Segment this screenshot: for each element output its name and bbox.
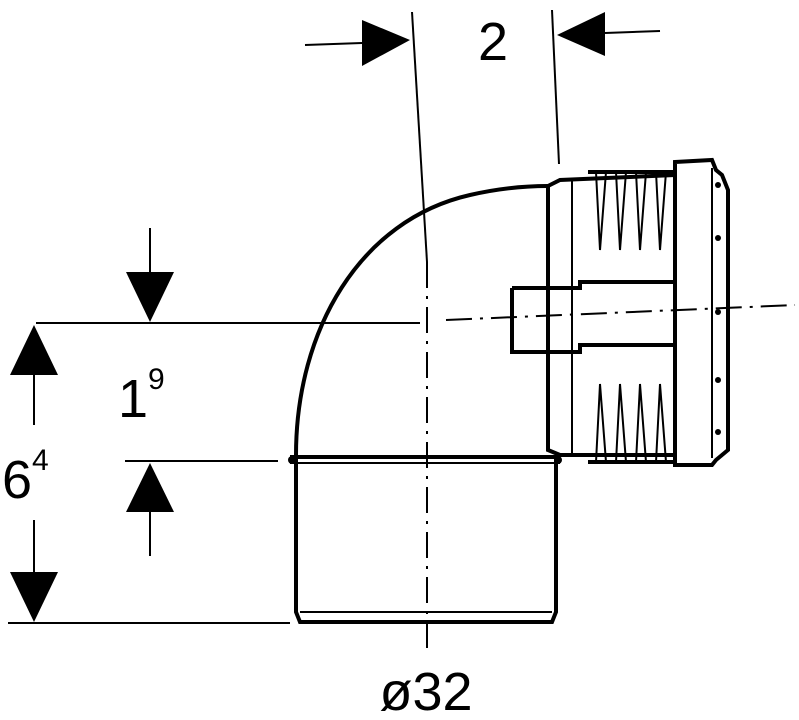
- diameter-label: ø32: [379, 662, 472, 720]
- arrow-up-total: [10, 325, 58, 375]
- connector-flange: [673, 157, 730, 467]
- arrow-right-pointing: [362, 20, 410, 66]
- elbow-body: [288, 184, 562, 624]
- connector-hub: [546, 172, 677, 457]
- elbow-outer-curve: [294, 184, 549, 456]
- horizontal-axis-line: [445, 304, 796, 321]
- extension-line-axis: [411, 11, 428, 263]
- arrow-up: [126, 463, 174, 512]
- connector-ribs-top: [595, 171, 667, 251]
- arrow-left-pointing: [557, 12, 605, 56]
- height-upper-sup: 9: [148, 363, 165, 396]
- spigot-bead-right: [554, 456, 562, 464]
- dimension-offset-top: 2: [304, 9, 661, 263]
- height-upper-base: 1: [118, 369, 148, 429]
- height-total-sup: 4: [32, 444, 49, 477]
- flange-studs: [715, 182, 721, 435]
- extension-line-connector: [551, 9, 560, 165]
- offset-top-label: 2: [478, 12, 508, 72]
- dimension-height-upper: 19: [36, 228, 420, 556]
- side-connector: [510, 157, 730, 467]
- arrow-down: [126, 272, 174, 322]
- dimension-height-total: 64: [2, 325, 290, 624]
- connector-ribs-bottom: [595, 383, 667, 463]
- spigot-bead-left: [288, 456, 296, 464]
- connector-inner-tube: [510, 280, 676, 354]
- height-total-base: 6: [2, 450, 32, 510]
- arrow-left-shaft: [304, 42, 363, 46]
- arrow-down-total: [10, 572, 58, 622]
- arrow-right-shaft: [604, 30, 661, 34]
- height-total-label: 64: [2, 444, 49, 510]
- height-upper-label: 19: [118, 363, 165, 429]
